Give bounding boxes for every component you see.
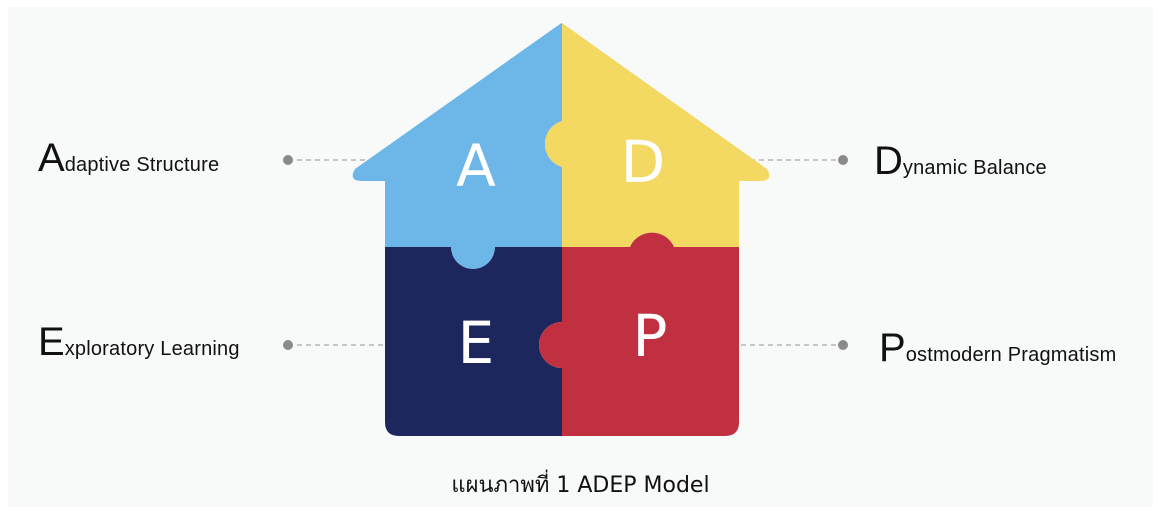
label-text: xploratory Learning [64,338,240,360]
label-text: daptive Structure [64,154,220,176]
puzzle-piece-p [539,232,739,436]
label-initial: D [874,139,903,183]
label-text: ynamic Balance [902,157,1047,179]
label-text: ostmodern Pragmatism [905,344,1117,366]
connector-dot-exploratory [283,340,293,350]
piece-letter-a: A [456,132,496,200]
puzzle-piece-e [385,247,562,436]
label-exploratory-learning: Exploratory Learning [38,322,240,362]
connector-dot-postmodern [838,340,848,350]
connector-dot-adaptive [283,155,293,165]
puzzle-piece-d [544,23,770,247]
label-initial: P [879,326,906,370]
puzzle-piece-a [352,23,562,269]
piece-letter-d: D [621,128,666,196]
piece-letter-e: E [458,309,495,377]
label-dynamic-balance: Dynamic Balance [874,141,1047,181]
diagram-caption: แผนภาพที่ 1 ADEP Model [451,473,710,498]
label-initial: E [38,320,65,364]
label-initial: A [38,136,65,180]
label-postmodern-pragmatism: Postmodern Pragmatism [879,328,1116,368]
piece-letter-p: P [633,302,668,370]
connector-dot-dynamic [838,155,848,165]
label-adaptive-structure: Adaptive Structure [38,138,219,178]
